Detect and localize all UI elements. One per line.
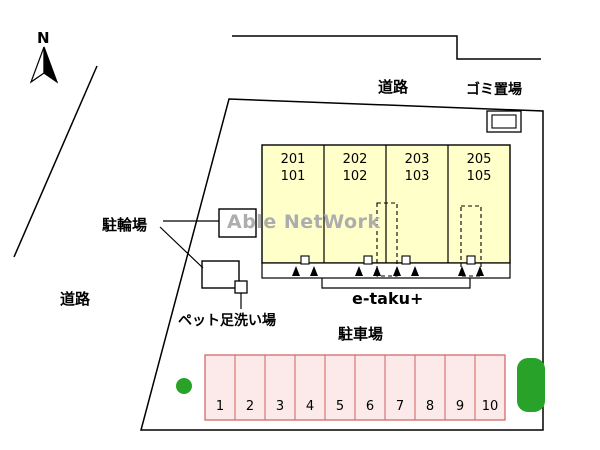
parking-space-number: 9 — [455, 399, 465, 414]
parking-space-number: 2 — [245, 399, 255, 414]
bicycle-storage-box — [201, 260, 240, 289]
unit-upper-number: 203 — [404, 152, 430, 167]
bicycle-pointer-line — [159, 226, 204, 269]
stair-dashed-outline — [460, 205, 482, 277]
unit-upper-number: 202 — [342, 152, 368, 167]
watermark: Able NetWork — [227, 211, 381, 233]
unit-label-202-102: 202 102 — [324, 151, 386, 185]
unit-lower-number: 103 — [404, 169, 430, 184]
unit-label-203-103: 203 103 — [386, 151, 448, 185]
garbage-station-box — [486, 110, 522, 133]
etaku-label: e-taku+ — [352, 289, 424, 308]
car-parking-label: 駐車場 — [338, 325, 384, 343]
entrance-door-icon — [458, 255, 484, 276]
entrance-door-icon — [292, 255, 318, 276]
bicycle-parking-label: 駐輪場 — [102, 216, 148, 234]
road-top-label: 道路 — [378, 78, 409, 96]
compass-needle-icon — [29, 46, 59, 84]
road-left-label: 道路 — [60, 290, 91, 308]
etaku-bracket-line — [321, 278, 471, 289]
parking-space-number: 5 — [335, 399, 345, 414]
entrance-door-icon — [355, 255, 381, 276]
parking-space-number: 8 — [425, 399, 435, 414]
compass-north-label: N — [37, 29, 50, 47]
hedge-icon — [517, 358, 545, 412]
unit-label-201-101: 201 101 — [262, 151, 324, 185]
parking-space-number: 6 — [365, 399, 375, 414]
parking-space-number: 7 — [395, 399, 405, 414]
entrance-door-icon — [393, 255, 419, 276]
tree-icon — [176, 378, 192, 394]
parking-space-number: 4 — [305, 399, 315, 414]
parking-space-number: 1 — [215, 399, 225, 414]
unit-lower-number: 102 — [342, 169, 368, 184]
unit-upper-number: 201 — [280, 152, 306, 167]
unit-upper-number: 205 — [466, 152, 492, 167]
pet-wash-label: ペット足洗い場 — [178, 313, 276, 329]
garbage-area-label: ゴミ置場 — [466, 82, 522, 98]
property-outline — [140, 98, 544, 431]
road-left-edge-line — [13, 65, 98, 258]
road-top-edge-line — [232, 35, 541, 60]
unit-lower-number: 101 — [280, 169, 306, 184]
unit-label-205-105: 205 105 — [448, 151, 510, 185]
parking-space-number: 10 — [481, 399, 499, 414]
unit-lower-number: 105 — [466, 169, 492, 184]
pet-wash-box — [234, 280, 248, 294]
building-corridor — [261, 262, 511, 279]
parking-space-number: 3 — [275, 399, 285, 414]
